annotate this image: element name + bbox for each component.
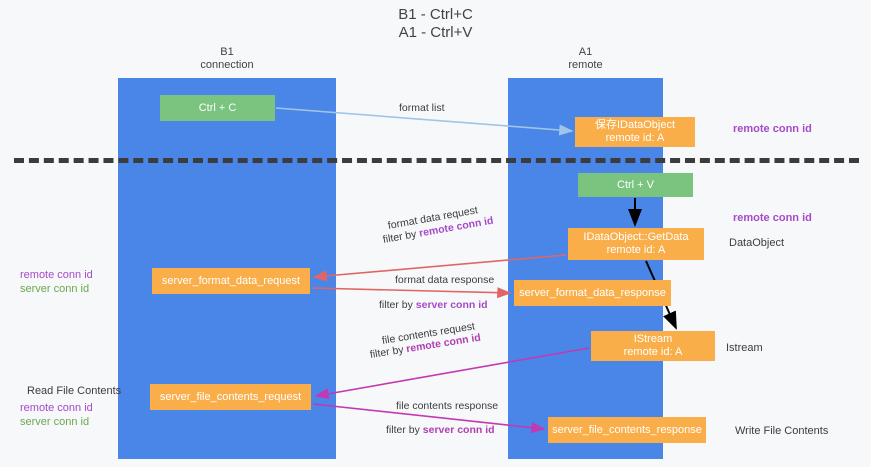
node-save-idataobject[interactable]: 保存IDataObject remote id: A: [575, 117, 695, 147]
side-label-server-conn-id-left-1: server conn id: [20, 283, 90, 295]
side-label-remote-conn-id-top: remote conn id: [733, 123, 812, 135]
node-server-file-contents-request[interactable]: server_file_contents_request: [150, 384, 311, 410]
lane-header-a1-role: remote: [568, 59, 603, 71]
node-server-format-data-request[interactable]: server_format_data_request: [152, 268, 310, 294]
lane-header-b1: B1 connection: [118, 46, 336, 72]
edge-label-file-contents-response: file contents response: [396, 400, 499, 412]
node-istream[interactable]: IStream remote id: A: [591, 331, 715, 361]
side-label-dataobject: DataObject: [729, 237, 785, 249]
node-save-idataobject-line1: 保存IDataObject: [594, 119, 676, 131]
side-label-remote-conn-id-left-1: remote conn id: [20, 269, 93, 281]
filter-key-server-conn-id: server conn id: [415, 299, 488, 311]
filter-prefix: filter by: [369, 343, 408, 361]
page-title: B1 - Ctrl+C: [398, 6, 473, 23]
side-label-conn-ids-bottom: remote conn id server conn id: [20, 401, 93, 429]
filter-key-server-conn-id: server conn id: [422, 424, 495, 436]
node-server-format-data-response-label: server_format_data_response: [519, 286, 666, 299]
phase-divider: [14, 158, 859, 163]
filter-prefix: filter by: [379, 299, 416, 311]
side-label-remote-conn-id-mid: remote conn id: [733, 212, 812, 224]
node-ctrl-c[interactable]: Ctrl + C: [160, 95, 275, 121]
node-istream-line1: IStream: [633, 333, 673, 345]
side-label-conn-ids-top: remote conn id server conn id: [20, 268, 93, 296]
edge-label-format-data-response: format data response: [395, 274, 495, 286]
node-server-file-contents-response-label: server_file_contents_response: [552, 423, 702, 436]
page-subtitle: A1 - Ctrl+V: [398, 24, 473, 41]
node-server-file-contents-response[interactable]: server_file_contents_response: [548, 417, 706, 443]
node-idataobject-getdata-line1: IDataObject::GetData: [583, 231, 689, 243]
side-label-istream: Istream: [726, 342, 763, 354]
filter-prefix: filter by: [386, 424, 423, 436]
node-idataobject-getdata-line2: remote id: A: [606, 244, 666, 256]
node-server-format-data-request-label: server_format_data_request: [161, 274, 301, 287]
edge-label-format-data-response-filter: filter by server conn id: [379, 298, 488, 312]
side-label-server-conn-id-left-2: server conn id: [20, 416, 90, 428]
lane-header-b1-name: B1: [220, 46, 234, 58]
node-save-idataobject-line2: remote id: A: [605, 132, 665, 144]
edge-label-format-list: format list: [399, 102, 445, 114]
node-server-file-contents-request-label: server_file_contents_request: [159, 390, 302, 403]
lane-header-b1-role: connection: [200, 59, 254, 71]
lane-header-a1: A1 remote: [508, 46, 663, 72]
edge-label-file-contents-response-filter: filter by server conn id: [386, 423, 495, 437]
side-label-write-file-contents: Write File Contents: [735, 425, 829, 437]
node-istream-line2: remote id: A: [623, 346, 683, 358]
side-label-read-file-contents: Read File Contents: [27, 385, 122, 397]
filter-prefix: filter by: [381, 227, 421, 246]
node-ctrl-v[interactable]: Ctrl + V: [578, 173, 693, 197]
node-server-format-data-response[interactable]: server_format_data_response: [514, 280, 671, 306]
node-idataobject-getdata[interactable]: IDataObject::GetData remote id: A: [568, 228, 704, 260]
lane-header-a1-name: A1: [578, 46, 593, 58]
side-label-remote-conn-id-left-2: remote conn id: [20, 402, 93, 414]
node-ctrl-c-label: Ctrl + C: [198, 101, 237, 114]
node-ctrl-v-label: Ctrl + V: [617, 178, 654, 191]
